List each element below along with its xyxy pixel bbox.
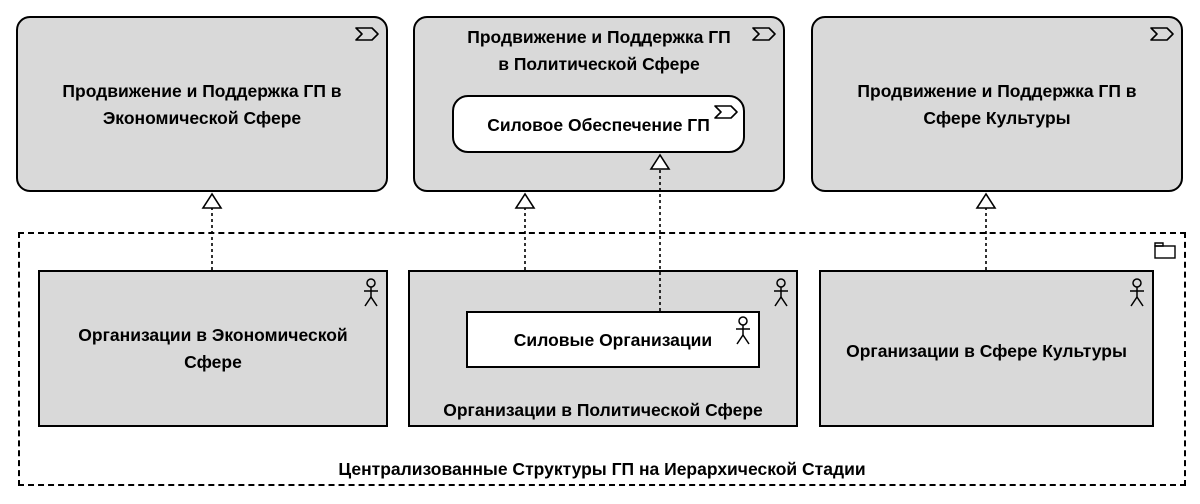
- actor-stick-figure-icon: [362, 278, 380, 313]
- service-culture-label: Продвижение и Поддержка ГП в Сфере Культ…: [857, 81, 1137, 128]
- service-force-support-label: Силовое Обеспечение ГП: [487, 115, 710, 135]
- service-chevron-icon: [713, 104, 739, 125]
- realization-political[interactable]: [514, 192, 536, 270]
- service-chevron-icon: [751, 26, 777, 47]
- service-economic-label: Продвижение и Поддержка ГП в Экономическ…: [62, 81, 342, 128]
- service-chevron-icon: [1149, 26, 1175, 47]
- group-centralized-structures[interactable]: Централизованные Структуры ГП на Иерархи…: [18, 232, 1186, 486]
- actor-stick-figure-icon: [1128, 278, 1146, 313]
- actor-stick-figure-icon: [772, 278, 790, 313]
- actor-force-label: Силовые Организации: [513, 330, 713, 350]
- actor-economic[interactable]: Организации в Экономической Сфере: [38, 270, 388, 427]
- service-force-support[interactable]: Силовое Обеспечение ГП: [452, 95, 745, 153]
- service-culture[interactable]: Продвижение и Поддержка ГП в Сфере Культ…: [811, 16, 1183, 192]
- group-label: Централизованные Структуры ГП на Иерархи…: [338, 459, 866, 479]
- actor-force[interactable]: Силовые Организации: [466, 311, 760, 368]
- service-chevron-icon: [354, 26, 380, 47]
- service-economic[interactable]: Продвижение и Поддержка ГП в Экономическ…: [16, 16, 388, 192]
- service-political-label: Продвижение и Поддержка ГП в Политическо…: [467, 27, 731, 74]
- actor-political-label: Организации в Политической Сфере: [443, 400, 763, 420]
- actor-stick-figure-icon: [734, 316, 752, 351]
- actor-culture[interactable]: Организации в Сфере Культуры: [819, 270, 1154, 427]
- realization-economic[interactable]: [201, 192, 223, 270]
- folder-icon: [1154, 242, 1176, 265]
- actor-economic-label: Организации в Экономической Сфере: [78, 325, 348, 372]
- realization-force-support[interactable]: [649, 153, 671, 311]
- actor-culture-label: Организации в Сфере Культуры: [846, 341, 1127, 361]
- realization-culture[interactable]: [975, 192, 997, 270]
